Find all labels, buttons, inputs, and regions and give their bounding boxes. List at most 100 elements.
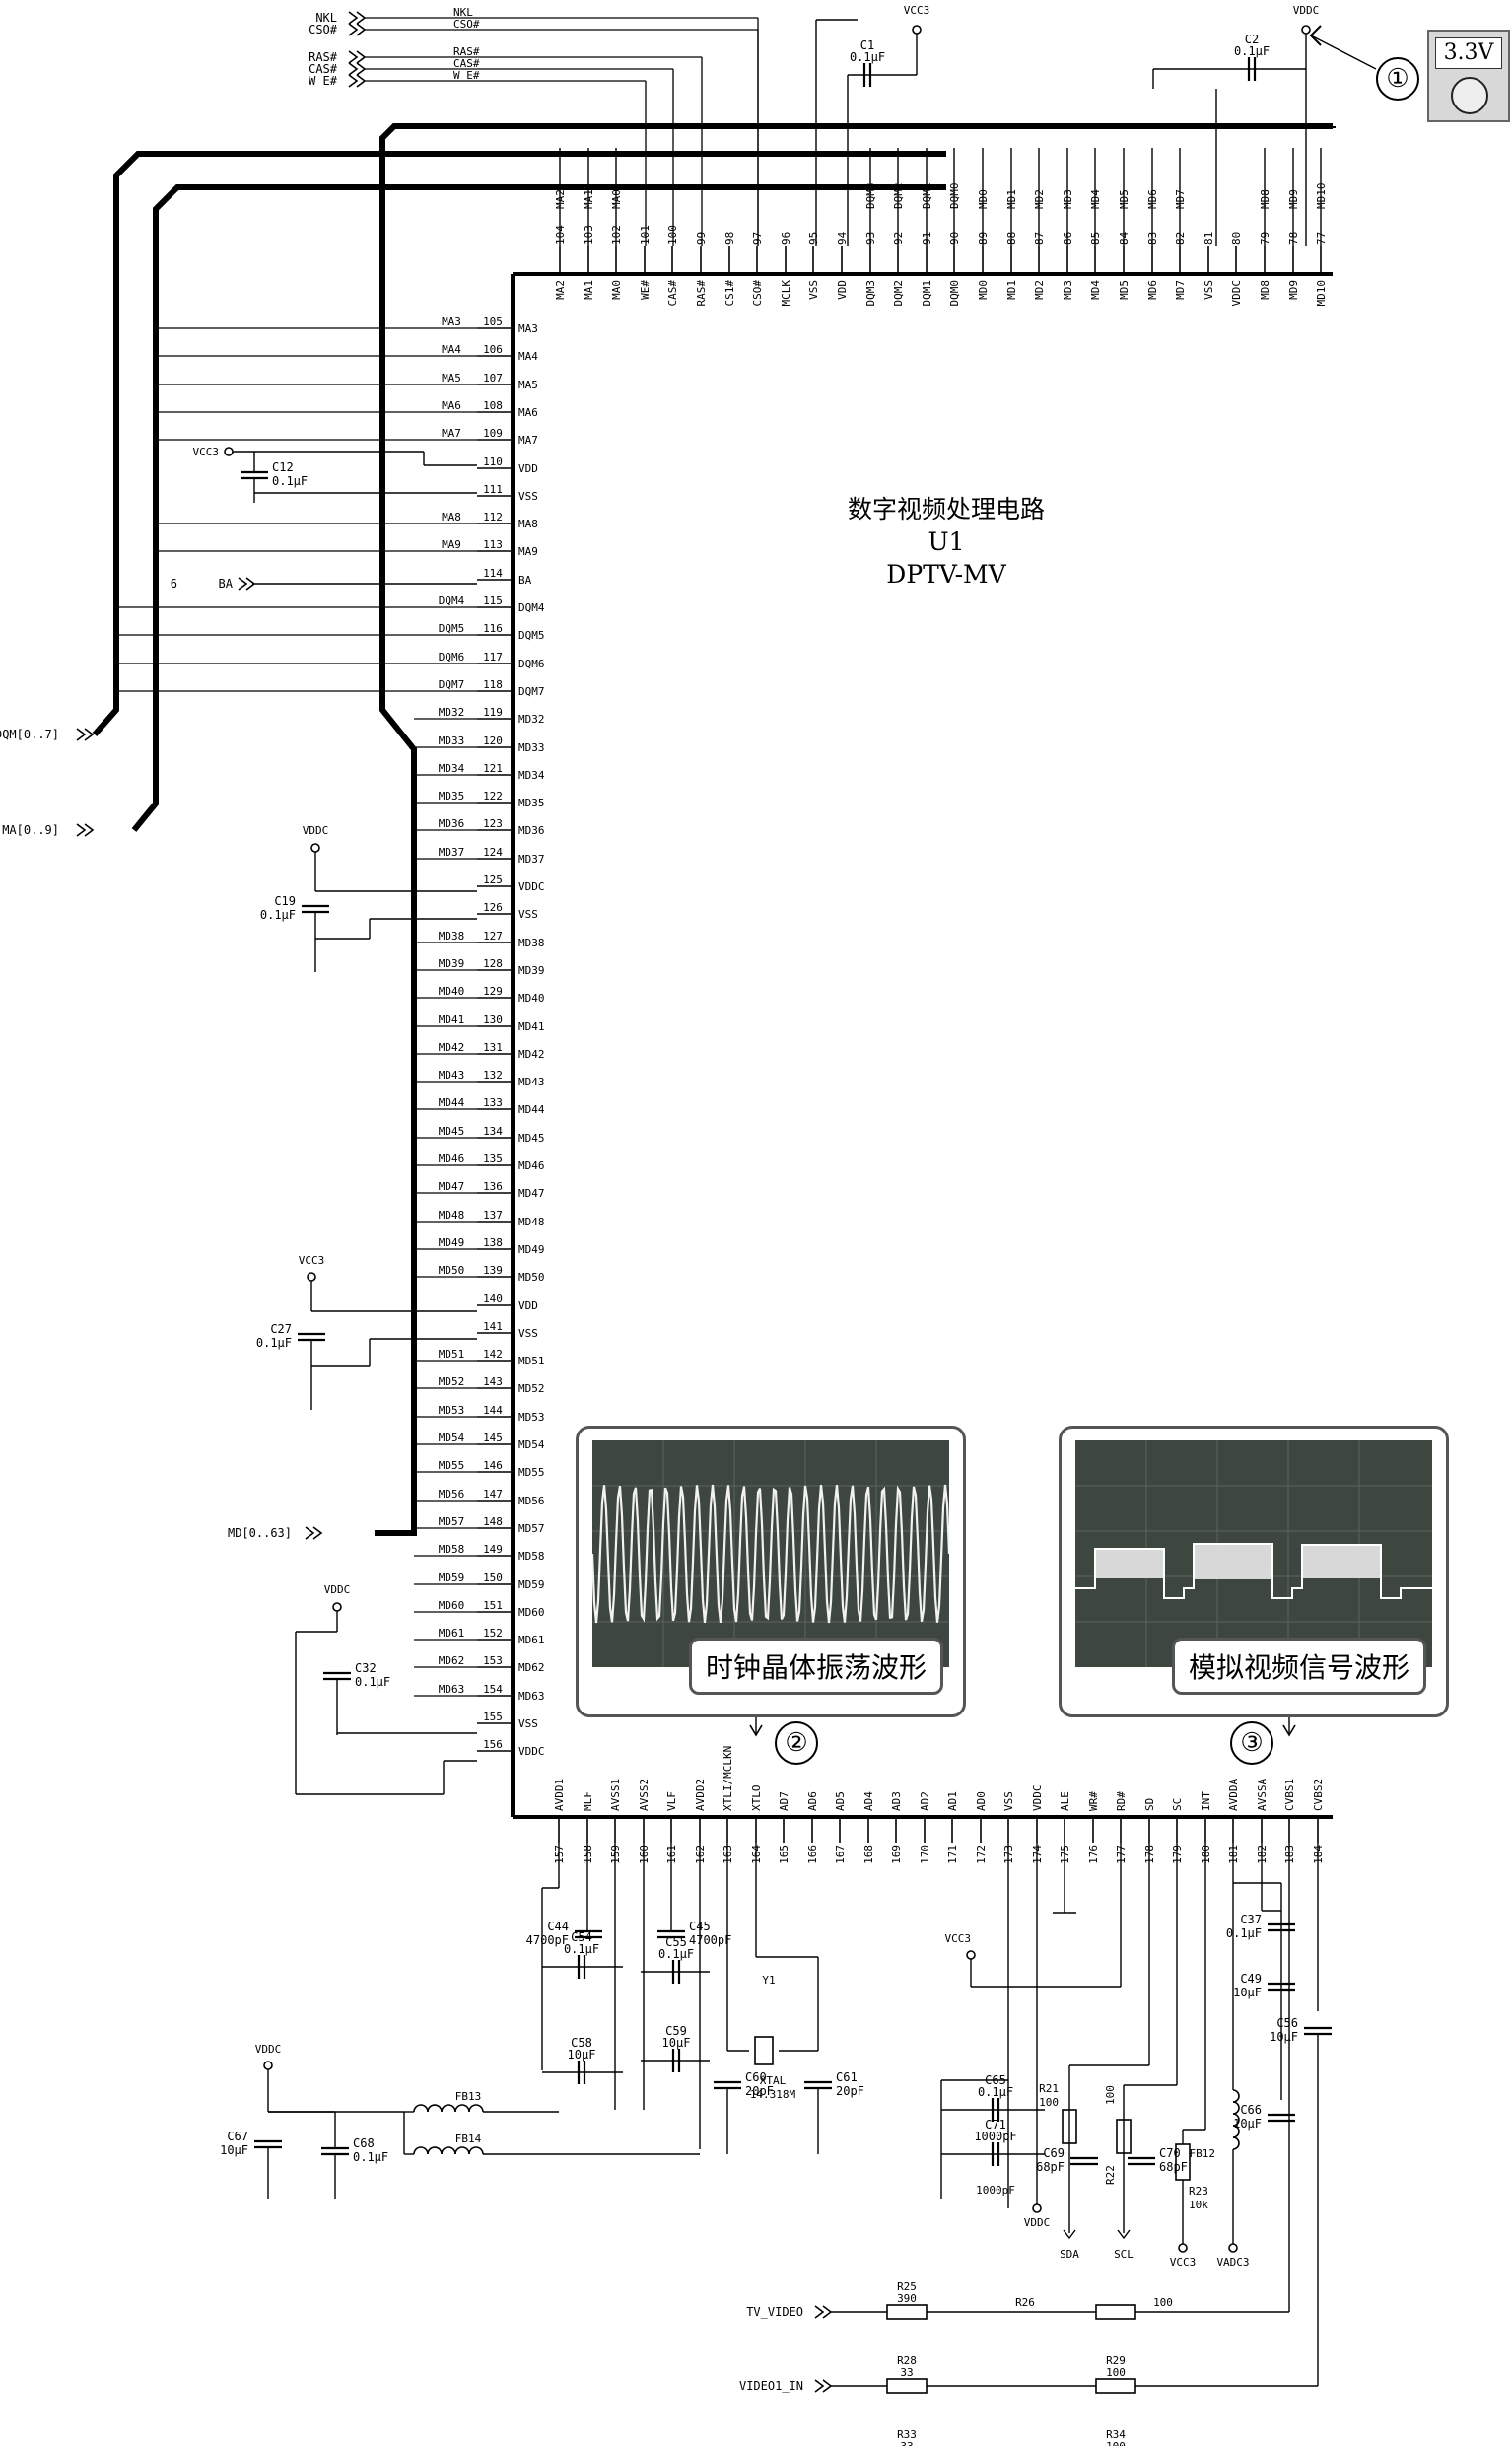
pin-label: MD2 (1033, 280, 1046, 300)
pin-label: AD7 (778, 1791, 790, 1811)
pin-number: 98 (723, 232, 736, 245)
pin-label: MD7 (1174, 280, 1187, 300)
net-label: DQM5 (439, 622, 465, 635)
net-label: MA6 (442, 399, 461, 412)
pin-number: 162 (694, 1845, 707, 1864)
inductor-icon (413, 2104, 429, 2113)
pin-label: DQM0 (948, 280, 961, 307)
pin-label: MD50 (518, 1271, 545, 1284)
pin-label: MD56 (518, 1495, 545, 1507)
signal-label: NKL (315, 11, 337, 25)
net-label: MD1 (1005, 189, 1018, 209)
pin-number: 78 (1287, 232, 1300, 245)
pin-label: DQM4 (518, 601, 545, 614)
inductor-icon (413, 2146, 429, 2155)
pin-label: MD33 (518, 741, 545, 754)
pin-number: 90 (948, 232, 961, 245)
power-label: VCC3 (193, 446, 220, 458)
pin-number: 159 (609, 1845, 622, 1864)
pin-label: VSS (518, 1327, 538, 1340)
pin-label: MD62 (518, 1661, 545, 1674)
pin-number: 124 (483, 846, 503, 859)
pin-number: 169 (890, 1845, 903, 1864)
net-label: MD47 (439, 1180, 465, 1193)
pin-number: 165 (778, 1845, 790, 1864)
pin-number: 177 (1115, 1845, 1128, 1864)
cap-value: 0.1μF (978, 2085, 1013, 2099)
pin-number: 166 (806, 1845, 819, 1864)
chip-ref: U1 (928, 527, 965, 556)
pin-number: 84 (1118, 231, 1131, 245)
resistor-icon (1095, 2378, 1136, 2394)
pin-label: MA9 (518, 545, 538, 558)
pin-label: INT (1200, 1791, 1212, 1811)
pin-number: 138 (483, 1236, 503, 1249)
inductor-icon (454, 2104, 470, 2113)
pin-label: AD3 (890, 1791, 903, 1811)
net-label: MD53 (439, 1404, 465, 1417)
pin-label: VDDC (518, 1745, 545, 1758)
pin-label: MD63 (518, 1690, 545, 1703)
cap-ref: C54 (571, 1930, 592, 1944)
pin-label: MA2 (554, 280, 567, 300)
net-label: MA5 (442, 372, 461, 384)
pin-label: MD61 (518, 1634, 545, 1646)
pin-label: MD5 (1118, 280, 1131, 300)
pin-number: 180 (1200, 1845, 1212, 1864)
part-value: 14.318M (750, 2088, 796, 2101)
pin-label: ALE (1059, 1791, 1071, 1811)
pin-number: 93 (864, 232, 877, 245)
cap-value: 0.1μF (658, 1947, 694, 1961)
pin-label: MD32 (518, 713, 545, 726)
pin-number: 87 (1033, 232, 1046, 245)
pin-label: MD57 (518, 1522, 545, 1535)
marker-3: ③ (1230, 1721, 1273, 1765)
part-ref: R33 (897, 2428, 917, 2441)
pin-label: XTLO (750, 1785, 763, 1812)
pin-label: MD52 (518, 1382, 545, 1395)
pin-label: MD49 (518, 1243, 545, 1256)
pin-label: MD53 (518, 1411, 545, 1424)
cap-value: 10μF (1233, 2117, 1262, 2131)
vddc-node (263, 2061, 273, 2070)
cap-ref: C32 (355, 1661, 377, 1675)
pin-number: 176 (1087, 1845, 1100, 1864)
net-label: MD58 (439, 1543, 465, 1556)
crystal-icon (754, 2036, 774, 2065)
pin-label: DQM3 (864, 280, 877, 307)
pin-label: CVBS2 (1312, 1779, 1325, 1811)
pin-label: VSS (807, 280, 820, 300)
pin-label: SD (1143, 1798, 1156, 1811)
pin-label: MD58 (518, 1550, 545, 1563)
power-label: VCC3 (904, 4, 930, 17)
net-label: MD48 (439, 1209, 465, 1222)
net-label: MA2 (554, 189, 567, 209)
cap-value: 20pF (745, 2084, 774, 2098)
cap-ref: C12 (272, 460, 294, 474)
pin-label: MD51 (518, 1355, 545, 1367)
net-label: MD9 (1287, 189, 1300, 209)
pin-number: 133 (483, 1096, 503, 1109)
cap-ref: C37 (1240, 1913, 1262, 1926)
vddc-node (310, 843, 320, 853)
pin-number: 140 (483, 1293, 503, 1305)
pin-label: MA7 (518, 434, 538, 447)
cap-ref: C66 (1240, 2103, 1262, 2117)
scope-clock-waveform: 时钟晶体振荡波形 (576, 1426, 966, 1717)
part-ref: R21 (1039, 2082, 1059, 2095)
cap-ref: C19 (274, 894, 296, 908)
pin-label: MA1 (583, 280, 595, 300)
multimeter-icon: 3.3V (1427, 30, 1510, 122)
pin-label: DQM5 (518, 629, 545, 642)
cap-value: 1000pF (976, 2184, 1015, 2197)
pin-number: 182 (1256, 1845, 1269, 1864)
pin-number: 104 (554, 225, 567, 245)
net-label: MA4 (442, 343, 461, 356)
pin-label: VDD (836, 280, 849, 300)
cap-ref: C2 (1245, 33, 1259, 46)
pin-label: DQM2 (892, 280, 905, 307)
chip-name: 数字视频处理电路 (847, 495, 1045, 524)
bus-arrow-icon (84, 728, 95, 741)
pin-number: 105 (483, 315, 503, 328)
